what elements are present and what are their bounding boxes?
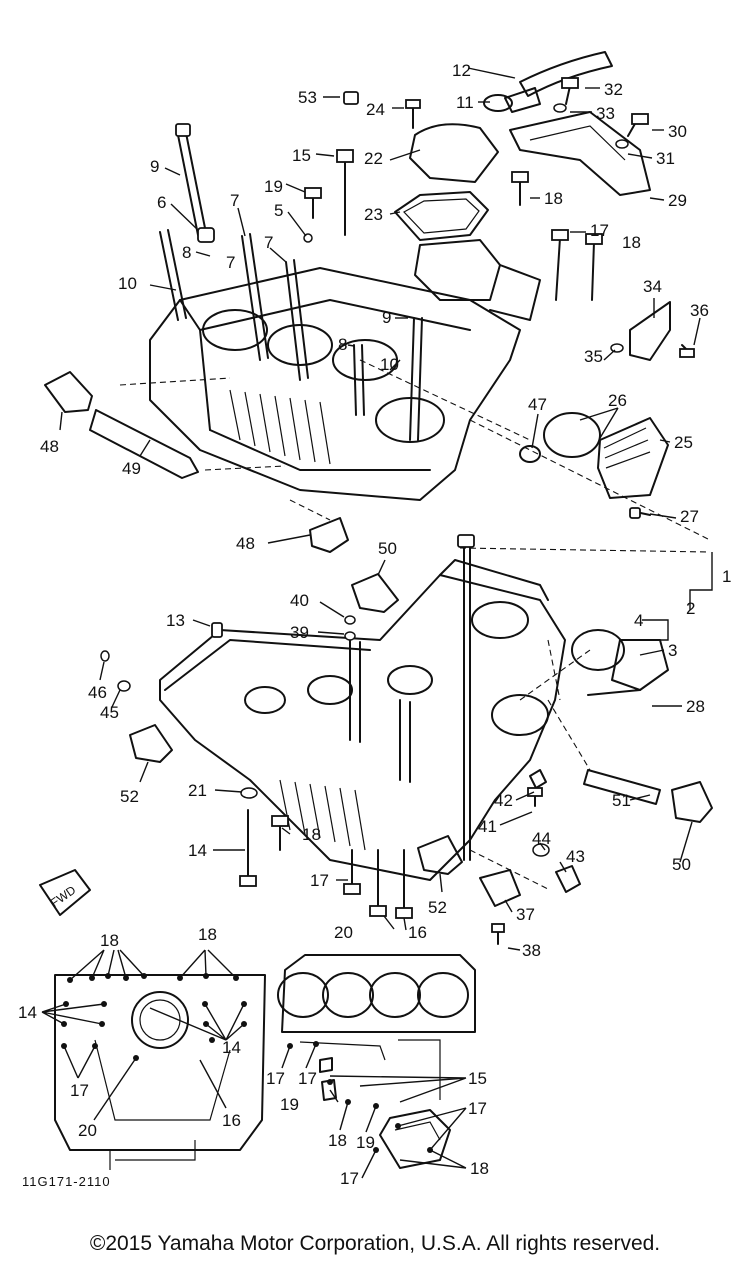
- callout-52: 52: [428, 898, 447, 917]
- callout-28: 28: [686, 697, 705, 716]
- leader-lines: [59, 67, 713, 951]
- callout-9: 9: [150, 157, 159, 176]
- callout-30: 30: [668, 122, 687, 141]
- callout-7: 7: [264, 233, 273, 252]
- callout-18: 18: [544, 189, 563, 208]
- detail-left-callout-14b: 14: [222, 1038, 241, 1057]
- detail-right-callout-17c: 17: [468, 1099, 487, 1118]
- detail-left-callout-18b: 18: [198, 925, 217, 944]
- callout-52: 52: [120, 787, 139, 806]
- detail-left-callout-16: 16: [222, 1111, 241, 1130]
- crankcase-exploded-diagram: 12 11 32 33 53 24 30 31 22 29 15 23 19 1…: [18, 51, 731, 1189]
- callout-10: 10: [380, 355, 399, 374]
- callout-46: 46: [88, 683, 107, 702]
- callout-17: 17: [590, 221, 609, 240]
- callout-26: 26: [608, 391, 627, 410]
- callout-53: 53: [298, 88, 317, 107]
- callout-37: 37: [516, 905, 535, 924]
- lower-crankcase: [159, 534, 566, 881]
- breather-parts: [394, 51, 651, 241]
- callout-51: 51: [612, 791, 631, 810]
- callout-15: 15: [292, 146, 311, 165]
- callout-20: 20: [334, 923, 353, 942]
- callout-1: 1: [722, 567, 731, 586]
- callout-8: 8: [338, 335, 347, 354]
- callout-19: 19: [264, 177, 283, 196]
- detail-right-callout-15: 15: [468, 1069, 487, 1088]
- callout-41: 41: [478, 817, 497, 836]
- detail-right-callout-17a: 17: [266, 1069, 285, 1088]
- callout-7: 7: [226, 253, 235, 272]
- upper-crankcase: [149, 123, 541, 501]
- callout-17: 17: [310, 871, 329, 890]
- detail-right-callout-17d: 17: [340, 1169, 359, 1188]
- callout-31: 31: [656, 149, 675, 168]
- callout-10: 10: [118, 274, 137, 293]
- callout-24: 24: [366, 100, 385, 119]
- detail-view-right: [277, 954, 476, 1179]
- callout-39: 39: [290, 623, 309, 642]
- callout-8: 8: [182, 243, 191, 262]
- callout-48: 48: [236, 534, 255, 553]
- callout-16: 16: [408, 923, 427, 942]
- detail-left-callout-14a: 14: [18, 1003, 37, 1022]
- callout-40: 40: [290, 591, 309, 610]
- callout-34: 34: [643, 277, 662, 296]
- callout-labels: 12 11 32 33 53 24 30 31 22 29 15 23 19 1…: [18, 61, 731, 1189]
- callout-18: 18: [622, 233, 641, 252]
- callout-35: 35: [584, 347, 603, 366]
- detail-right-callout-18b: 18: [470, 1159, 489, 1178]
- detail-view-bottom: [41, 949, 266, 1170]
- callout-38: 38: [522, 941, 541, 960]
- callout-50: 50: [378, 539, 397, 558]
- callout-3: 3: [668, 641, 677, 660]
- callout-2: 2: [686, 599, 695, 618]
- diagram-code: 11G171-2110: [22, 1174, 111, 1189]
- callout-5: 5: [274, 201, 283, 220]
- side-covers: [44, 371, 669, 613]
- callout-25: 25: [674, 433, 693, 452]
- callout-29: 29: [668, 191, 687, 210]
- detail-right-callout-19b: 19: [356, 1133, 375, 1152]
- callout-18: 18: [302, 825, 321, 844]
- callout-7: 7: [230, 191, 239, 210]
- fwd-label: FWD: [48, 883, 79, 910]
- assembly-lines: [119, 359, 711, 891]
- callout-32: 32: [604, 80, 623, 99]
- callout-6: 6: [157, 193, 166, 212]
- callout-9: 9: [382, 308, 391, 327]
- callout-22: 22: [364, 149, 383, 168]
- callout-42: 42: [494, 791, 513, 810]
- detail-left-callout-20: 20: [78, 1121, 97, 1140]
- callout-27: 27: [680, 507, 699, 526]
- callout-11: 11: [456, 93, 474, 112]
- copyright-notice: ©2015 Yamaha Motor Corporation, U.S.A. A…: [89, 1232, 661, 1255]
- callout-13: 13: [166, 611, 185, 630]
- detail-left-callout-18a: 18: [100, 931, 119, 950]
- detail-left-callout-17: 17: [70, 1081, 89, 1100]
- callout-50: 50: [672, 855, 691, 874]
- callout-33: 33: [596, 104, 615, 123]
- callout-47: 47: [528, 395, 547, 414]
- callout-23: 23: [364, 205, 383, 224]
- callout-21: 21: [188, 781, 207, 800]
- callout-48: 48: [40, 437, 59, 456]
- callout-14: 14: [188, 841, 207, 860]
- callout-44: 44: [532, 829, 551, 848]
- detail-right-callout-19a: 19: [280, 1095, 299, 1114]
- detail-right-callout-17b: 17: [298, 1069, 317, 1088]
- detail-right-callout-18a: 18: [328, 1131, 347, 1150]
- callout-43: 43: [566, 847, 585, 866]
- callout-45: 45: [100, 703, 119, 722]
- callout-12: 12: [452, 61, 471, 80]
- callout-4: 4: [634, 611, 643, 630]
- callout-36: 36: [690, 301, 709, 320]
- callout-49: 49: [122, 459, 141, 478]
